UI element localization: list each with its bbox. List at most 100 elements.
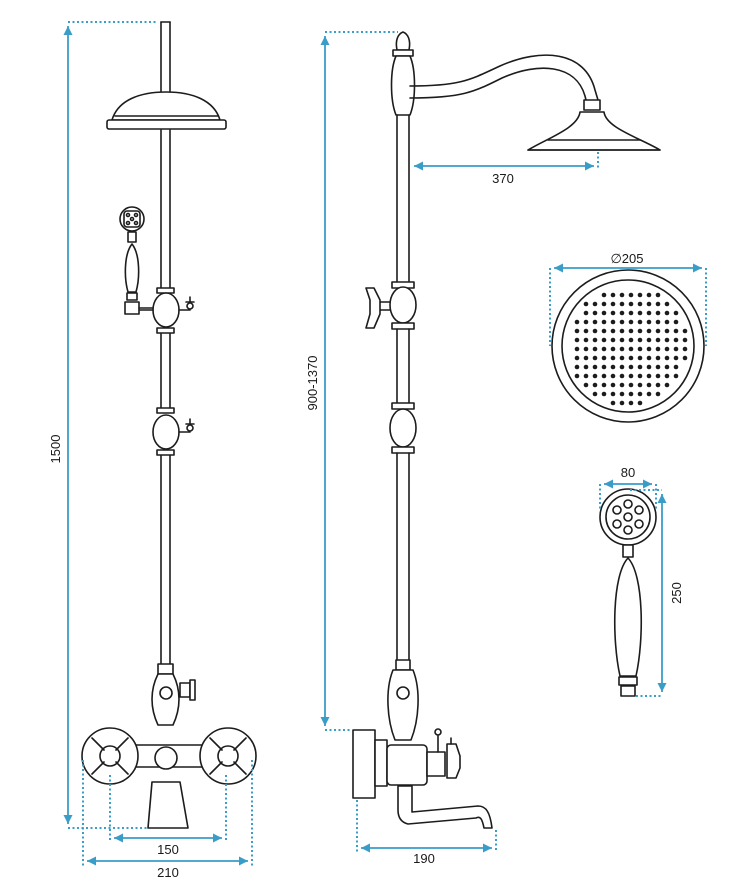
nozzle-dot — [673, 355, 679, 361]
front-lower-coupling — [152, 407, 195, 456]
nozzle-dot — [655, 355, 661, 361]
nozzle-dot — [592, 382, 598, 388]
dim-adjust-height — [320, 31, 398, 731]
nozzle-dot — [673, 337, 679, 343]
nozzle-dot — [619, 391, 625, 397]
nozzle-dot — [655, 328, 661, 334]
nozzle-dot — [646, 310, 652, 316]
label-adjust-height: 900-1370 — [305, 356, 320, 411]
nozzle-dot — [583, 310, 589, 316]
nozzle-dot — [583, 319, 589, 325]
hand-shower-view: 80 250 — [599, 465, 684, 697]
label-head-diameter: ∅205 — [610, 251, 643, 266]
nozzle-dot — [583, 346, 589, 352]
nozzle-dot — [610, 373, 616, 379]
nozzle-dot — [619, 292, 625, 298]
nozzle-dot — [637, 373, 643, 379]
nozzle-dot — [592, 310, 598, 316]
nozzle-dot — [655, 292, 661, 298]
nozzle-dot — [664, 355, 670, 361]
nozzle-dot — [583, 328, 589, 334]
nozzle-dot — [664, 382, 670, 388]
nozzle-dot — [655, 364, 661, 370]
nozzle-dot — [601, 346, 607, 352]
nozzle-dot — [646, 382, 652, 388]
nozzle-dot — [619, 364, 625, 370]
label-inlet-spacing: 150 — [157, 842, 179, 857]
nozzle-dot — [574, 355, 580, 361]
nozzle-dot — [637, 364, 643, 370]
nozzle-dot — [619, 310, 625, 316]
nozzle-dot — [646, 346, 652, 352]
nozzle-dot — [583, 382, 589, 388]
nozzle-dot — [601, 301, 607, 307]
nozzle-dot — [619, 373, 625, 379]
nozzle-dot — [628, 292, 634, 298]
nozzle-dot — [610, 346, 616, 352]
nozzle-dot — [673, 328, 679, 334]
nozzle-dot — [637, 382, 643, 388]
nozzle-dot — [601, 355, 607, 361]
nozzle-dot — [655, 319, 661, 325]
nozzle-dot — [646, 319, 652, 325]
nozzle-dot — [619, 355, 625, 361]
nozzle-dot — [637, 400, 643, 406]
nozzle-dot — [601, 391, 607, 397]
nozzle-dot — [592, 337, 598, 343]
nozzle-dot — [610, 364, 616, 370]
nozzle-dot — [628, 373, 634, 379]
label-arm-length: 370 — [492, 171, 514, 186]
nozzle-dot — [583, 337, 589, 343]
nozzle-dot — [664, 337, 670, 343]
nozzle-dot — [583, 364, 589, 370]
nozzle-dot — [628, 346, 634, 352]
dim-total-height — [63, 21, 156, 829]
nozzle-dot — [682, 346, 688, 352]
nozzle-dot — [610, 337, 616, 343]
nozzle-dot — [655, 301, 661, 307]
nozzle-dot — [664, 301, 670, 307]
nozzle-dot — [637, 292, 643, 298]
nozzle-dot — [664, 346, 670, 352]
nozzle-dot — [592, 301, 598, 307]
nozzle-dot — [592, 373, 598, 379]
hand-nozzle-pattern — [612, 499, 644, 535]
nozzle-dot — [646, 364, 652, 370]
nozzle-dot — [610, 391, 616, 397]
nozzle-dot — [592, 328, 598, 334]
label-mixer-width: 210 — [157, 865, 179, 880]
nozzle-dot — [610, 382, 616, 388]
nozzle-dot — [574, 373, 580, 379]
nozzle-dot — [574, 328, 580, 334]
front-view: 1500 150 210 — [48, 21, 257, 880]
nozzle-dot — [619, 382, 625, 388]
nozzle-dot — [646, 301, 652, 307]
nozzle-dot — [619, 301, 625, 307]
nozzle-dot — [592, 346, 598, 352]
nozzle-dot — [601, 364, 607, 370]
nozzle-dot — [610, 301, 616, 307]
nozzle-dot — [646, 355, 652, 361]
nozzle-dot — [610, 400, 616, 406]
nozzle-dot — [655, 373, 661, 379]
nozzle-dot — [646, 373, 652, 379]
nozzle-dot — [664, 310, 670, 316]
head-nozzle-grid — [574, 292, 688, 406]
nozzle-dot — [601, 337, 607, 343]
nozzle-dot — [592, 319, 598, 325]
nozzle-dot — [646, 337, 652, 343]
label-spout-length: 190 — [413, 851, 435, 866]
nozzle-dot — [601, 328, 607, 334]
nozzle-dot — [628, 400, 634, 406]
nozzle-dot — [682, 355, 688, 361]
head-face-view: ∅205 — [549, 251, 707, 423]
nozzle-dot — [673, 364, 679, 370]
label-total-height: 1500 — [48, 435, 63, 464]
nozzle-dot — [628, 364, 634, 370]
dim-mixer-width — [82, 760, 253, 866]
nozzle-dot — [646, 328, 652, 334]
dim-arm-length — [414, 152, 599, 171]
front-riser-pipe — [160, 21, 171, 666]
nozzle-dot — [574, 364, 580, 370]
front-hand-shower — [119, 206, 154, 315]
